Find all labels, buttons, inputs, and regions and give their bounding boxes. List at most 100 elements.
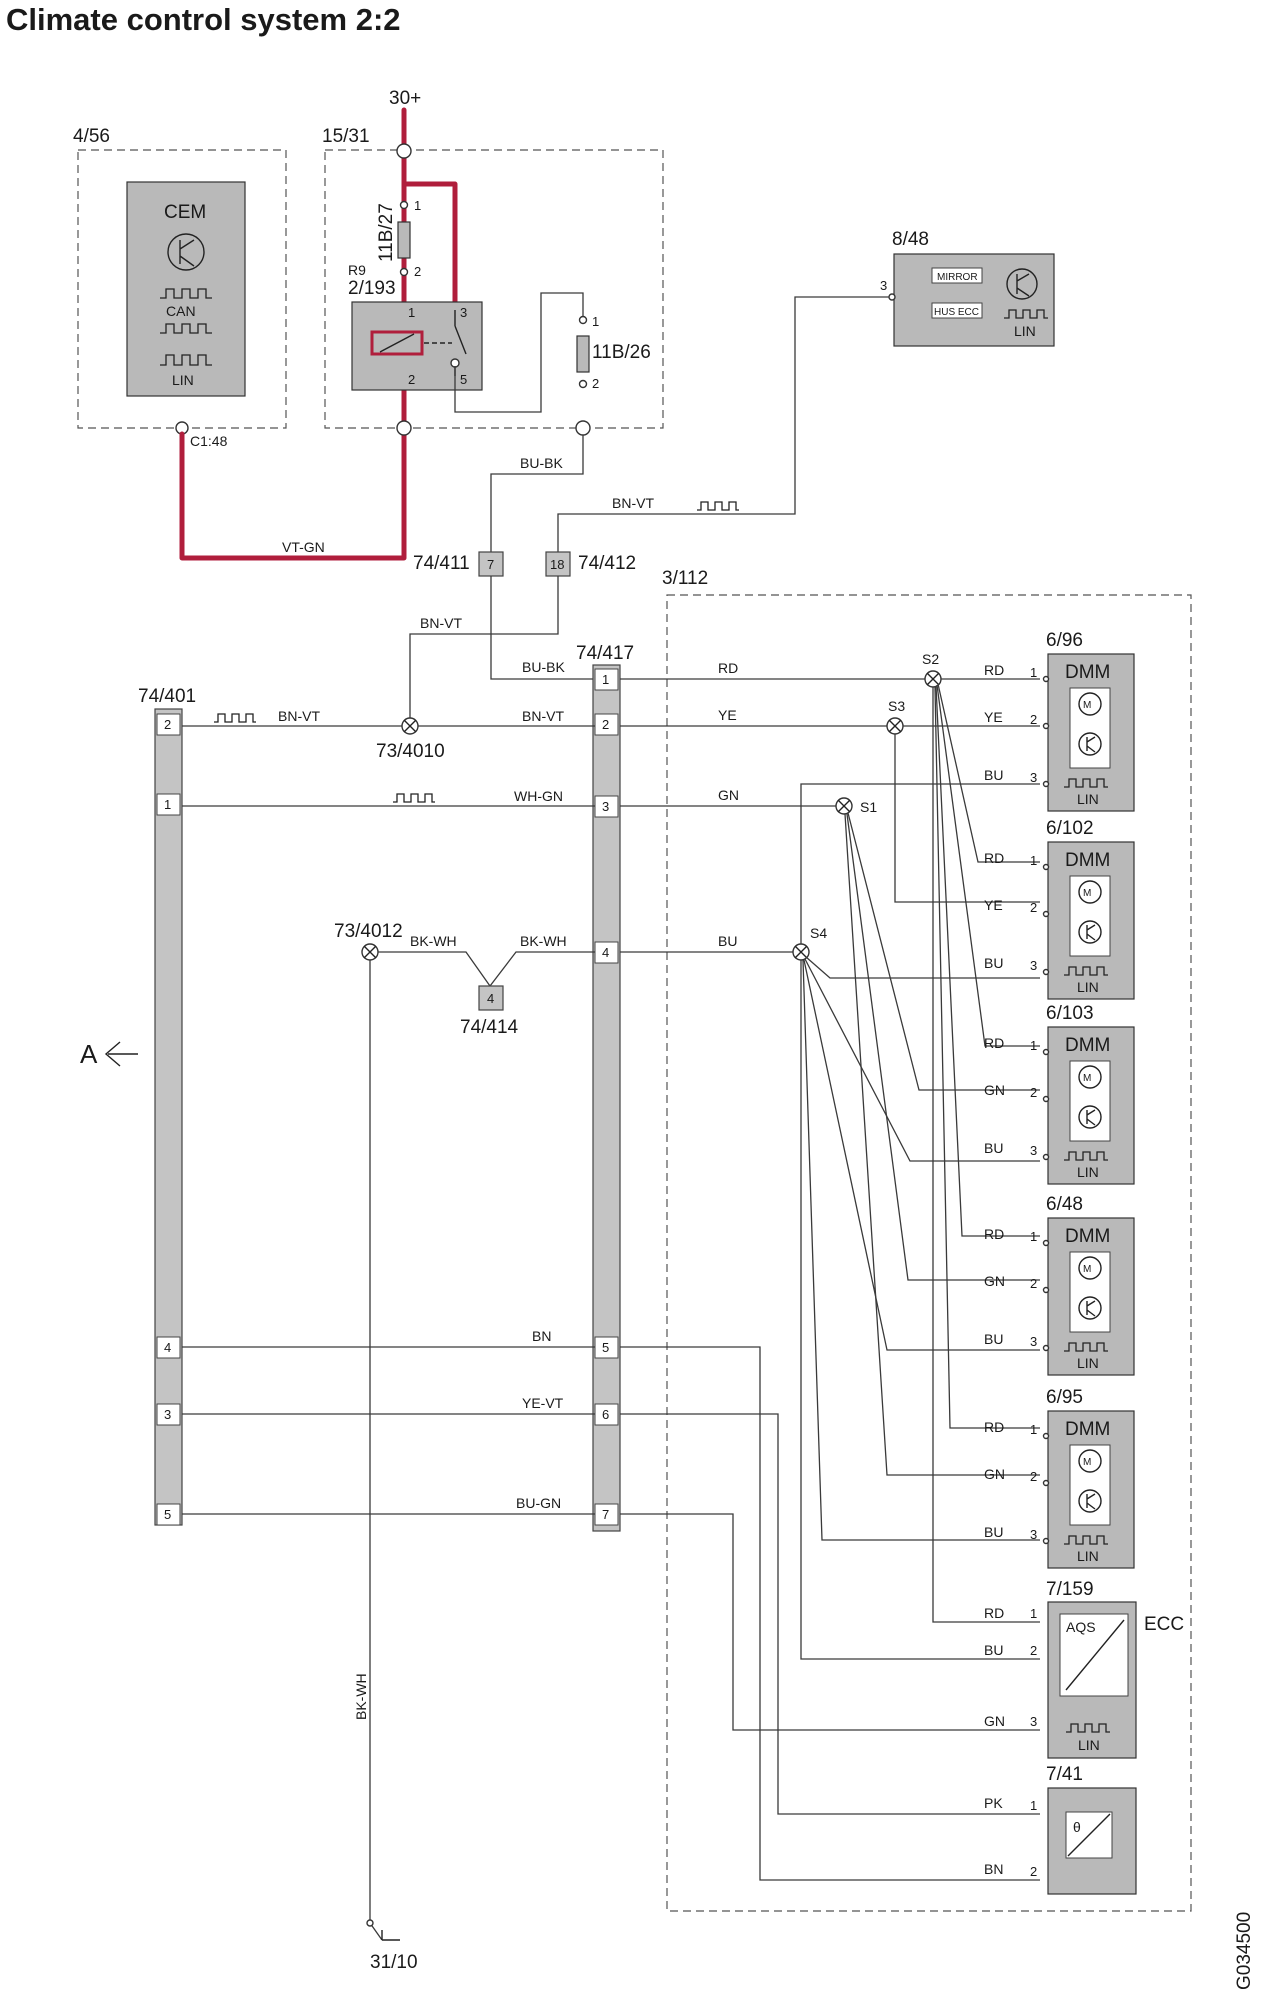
aqs-diag bbox=[1065, 1619, 1125, 1691]
fusebox-ref: 15/31 bbox=[322, 126, 370, 147]
dmm-pin: 1 bbox=[1030, 1422, 1037, 1437]
motor-glyph: M bbox=[1083, 1073, 1091, 1084]
dmm-lin-label: LIN bbox=[1077, 979, 1099, 995]
aqs-sensor-icon bbox=[1059, 1613, 1129, 1697]
bu-branch bbox=[804, 958, 1040, 1162]
dmm-pin: 3 bbox=[1030, 770, 1037, 785]
sensor-bn-label: BN bbox=[984, 1861, 1003, 1877]
ye-vt-to-sensor-wire bbox=[620, 1413, 1040, 1815]
cem-name: CEM bbox=[164, 202, 206, 223]
c417-ref: 74/417 bbox=[576, 643, 634, 664]
sensor-theta: θ bbox=[1073, 1819, 1081, 1835]
relay-pin1: 1 bbox=[408, 305, 415, 320]
dmm-wire-label: GN bbox=[984, 1273, 1005, 1289]
bu-branch bbox=[800, 960, 1040, 1660]
fuse2-ref: 11B/26 bbox=[592, 342, 651, 363]
image-ref: G034500 bbox=[1234, 1912, 1255, 1990]
splice-cross bbox=[837, 799, 851, 813]
relay-node bbox=[450, 358, 460, 368]
transistor-glyph bbox=[1086, 1109, 1096, 1126]
connector-74-417 bbox=[592, 664, 621, 1532]
ground-node bbox=[366, 1919, 374, 1927]
dmm-icon-frame bbox=[1069, 687, 1111, 769]
bn-vt-wire bbox=[409, 576, 559, 718]
transistor-icon bbox=[1078, 1489, 1102, 1513]
connector-74-401 bbox=[154, 708, 183, 1526]
motor-icon bbox=[1078, 880, 1102, 904]
c417-pin-2: 2 bbox=[602, 717, 609, 732]
bk-wh-label-l: BK-WH bbox=[410, 933, 457, 949]
rd-branch bbox=[937, 683, 1040, 863]
transistor-icon bbox=[1078, 1296, 1102, 1320]
dmm-pin-node bbox=[1042, 1095, 1050, 1103]
dmm-pin-node bbox=[1042, 1479, 1050, 1487]
splice-cross bbox=[926, 672, 940, 686]
dmm-wire-label: BU bbox=[984, 1524, 1003, 1540]
rd-branch bbox=[936, 684, 1040, 1047]
aqs-ref: 7/159 bbox=[1046, 1579, 1094, 1600]
dmm-pin-node bbox=[1042, 1537, 1050, 1545]
dmm-pin-node bbox=[1042, 722, 1050, 730]
dmm-pin-node bbox=[1042, 780, 1050, 788]
aqs-ecc-label: ECC bbox=[1144, 1614, 1184, 1635]
dmm-pin: 1 bbox=[1030, 1229, 1037, 1244]
supply-node bbox=[396, 143, 412, 159]
dmm-ref: 6/96 bbox=[1046, 630, 1083, 651]
transistor-icon bbox=[1078, 1105, 1102, 1129]
sensor-ref: 7/41 bbox=[1046, 1764, 1083, 1785]
dmm-pin: 1 bbox=[1030, 665, 1037, 680]
lin-waveform-icon bbox=[1064, 778, 1108, 788]
bk-wh-label-vert: BK-WH bbox=[353, 1673, 369, 1720]
transistor-icon bbox=[1006, 268, 1038, 300]
c401-pin-2: 2 bbox=[164, 717, 171, 732]
bu-bk-label: BU-BK bbox=[522, 659, 565, 675]
bu-gn-label: BU-GN bbox=[516, 1495, 561, 1511]
c401-pin-box bbox=[156, 1503, 181, 1526]
bn-label: BN bbox=[532, 1328, 551, 1344]
lin-waveform-icon bbox=[160, 354, 212, 366]
aqs-pin1: 1 bbox=[1030, 1606, 1037, 1621]
sensor-pk-label: PK bbox=[984, 1795, 1003, 1811]
dmm-pin-node bbox=[1042, 1048, 1050, 1056]
bu-branch bbox=[802, 959, 1040, 1541]
dmm-ref: 6/95 bbox=[1046, 1387, 1083, 1408]
aqs-gn-label: GN bbox=[984, 1713, 1005, 1729]
ye-branch bbox=[894, 734, 1040, 903]
dmm-ref: 6/48 bbox=[1046, 1194, 1083, 1215]
gn-branch bbox=[844, 813, 1040, 1476]
relay-ref2: 2/193 bbox=[348, 278, 396, 299]
relay-ref1: R9 bbox=[348, 262, 366, 278]
transistor-icon bbox=[167, 233, 205, 271]
dmm-lin-label: LIN bbox=[1077, 1355, 1099, 1371]
c401-pin-4: 4 bbox=[164, 1340, 171, 1355]
dmm-name: DMM bbox=[1065, 1035, 1110, 1056]
bn-vt-label-mid: BN-VT bbox=[420, 615, 462, 631]
c411-ref: 74/411 bbox=[413, 553, 470, 574]
dmm-pin-node bbox=[1042, 675, 1050, 683]
fuse2-pin2: 2 bbox=[592, 376, 599, 391]
dmm-pin-node bbox=[1042, 1344, 1050, 1352]
dmm-pin-node bbox=[1042, 863, 1050, 871]
aqs-lin-label: LIN bbox=[1078, 1737, 1100, 1753]
dmm-module bbox=[1047, 1410, 1135, 1569]
s3-label: S3 bbox=[888, 698, 905, 714]
can-waveform-icon bbox=[160, 323, 212, 334]
supply-label: 30+ bbox=[389, 88, 421, 109]
relay-pin2: 2 bbox=[408, 372, 415, 387]
c417-pin-box bbox=[594, 668, 619, 691]
sp4010-ref: 73/4010 bbox=[376, 741, 445, 762]
s2-label: S2 bbox=[922, 651, 939, 667]
aqs-label: AQS bbox=[1066, 1619, 1096, 1635]
dmm-wire-label: BU bbox=[984, 1140, 1003, 1156]
c417-pin-7: 7 bbox=[602, 1507, 609, 1522]
area-ref: 3/112 bbox=[662, 568, 708, 589]
lin-waveform-icon bbox=[697, 501, 739, 511]
wh-gn-label: WH-GN bbox=[514, 788, 563, 804]
dmm-wire-label: BU bbox=[984, 955, 1003, 971]
motor-icon bbox=[1078, 1065, 1102, 1089]
bu-bk-wire bbox=[490, 435, 584, 552]
dmm-name: DMM bbox=[1065, 850, 1110, 871]
gn-label-main: GN bbox=[718, 787, 739, 803]
bu-bk-wire bbox=[490, 576, 596, 680]
fuse1-pin1: 1 bbox=[414, 198, 421, 213]
